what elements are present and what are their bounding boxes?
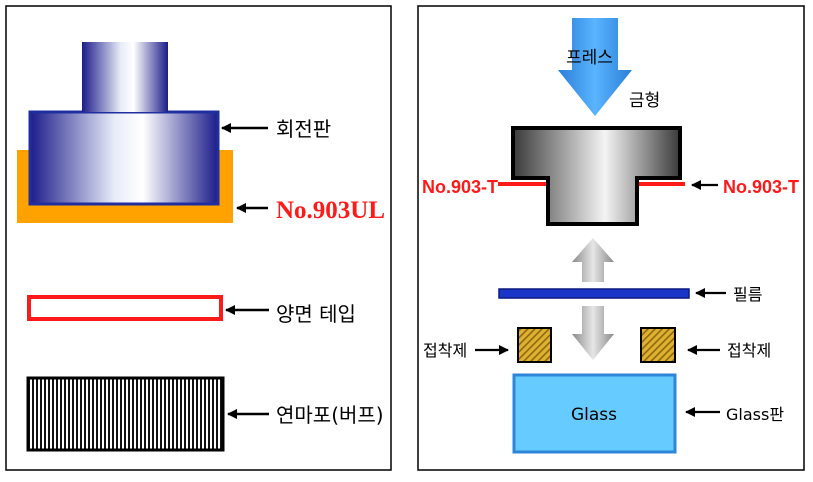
adhesive-right	[640, 327, 676, 363]
grey-arrow-up	[572, 238, 614, 282]
press-arrow	[558, 18, 632, 116]
mold	[511, 126, 682, 226]
rotating-plate	[28, 110, 220, 206]
film	[498, 288, 690, 299]
label-tape-right: No.903-T	[723, 177, 799, 197]
double-sided-tape	[27, 295, 223, 321]
label-adhesive-right: 접착제	[727, 341, 771, 360]
label-double-tape: 양면 테입	[276, 302, 356, 326]
buff-cloth	[26, 376, 225, 452]
glass-plate	[512, 373, 677, 454]
label-glass-inner: Glass	[571, 405, 617, 425]
adhesive-left	[517, 327, 552, 363]
label-film: 필름	[733, 285, 762, 304]
grey-arrow-down	[572, 306, 614, 360]
label-adhesive-left: 접착제	[423, 341, 467, 360]
label-pad-no903ul: No.903UL	[276, 197, 385, 224]
rotating-plate-shaft	[82, 42, 168, 112]
label-buff-cloth: 연마포(버프)	[276, 403, 384, 427]
label-mold: 금형	[629, 91, 660, 111]
label-tape-left: No.903-T	[422, 177, 498, 197]
label-glass-plate: Glass판	[726, 405, 784, 424]
label-press: 프레스	[566, 48, 613, 68]
label-rotating-plate: 회전판	[276, 117, 331, 141]
